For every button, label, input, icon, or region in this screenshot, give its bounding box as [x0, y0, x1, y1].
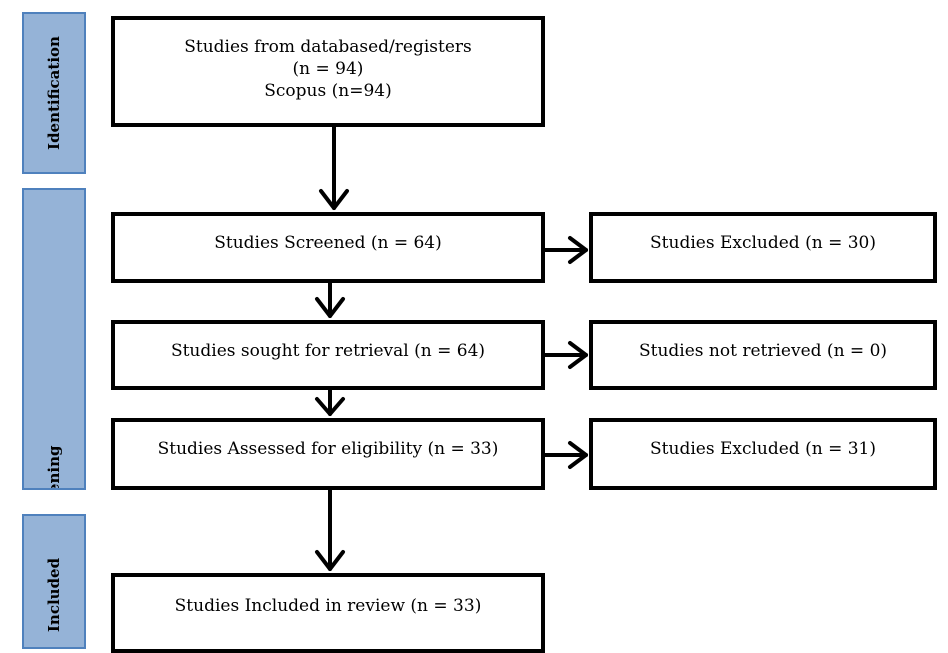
arrow-screened-to-excluded	[543, 236, 588, 264]
phase-screening: Screening	[22, 188, 86, 490]
included-review-box: Studies Included in review (n = 33)	[111, 573, 545, 653]
included-review-text: Studies Included in review (n = 33)	[174, 596, 482, 616]
excluded-screening-text: Studies Excluded (n = 30)	[650, 233, 876, 253]
assessed-eligibility-text: Studies Assessed for eligibility (n = 33…	[157, 439, 499, 459]
not-retrieved-box: Studies not retrieved (n = 0)	[589, 320, 937, 390]
not-retrieved-text: Studies not retrieved (n = 0)	[638, 341, 888, 361]
records-identified-line3: Scopus (n=94)	[264, 81, 392, 101]
arrow-sought-to-assessed	[315, 388, 345, 416]
records-identified-box: Studies from databased/registers (n = 94…	[111, 16, 545, 127]
screened-box: Studies Screened (n = 64)	[111, 212, 545, 283]
arrow-screened-to-sought	[315, 281, 345, 318]
arrow-assessed-to-included	[315, 488, 345, 571]
records-identified-line2: (n = 94)	[292, 59, 364, 79]
records-identified-line1: Studies from databased/registers	[184, 37, 472, 57]
sought-retrieval-text: Studies sought for retrieval (n = 64)	[170, 341, 486, 361]
arrow-identified-to-screened	[319, 125, 349, 210]
phase-identification: Identification	[22, 12, 86, 174]
assessed-eligibility-box: Studies Assessed for eligibility (n = 33…	[111, 418, 545, 490]
excluded-eligibility-box: Studies Excluded (n = 31)	[589, 418, 937, 490]
arrow-assessed-to-excluded	[543, 441, 588, 469]
screened-text: Studies Screened (n = 64)	[214, 233, 442, 253]
excluded-screening-box: Studies Excluded (n = 30)	[589, 212, 937, 283]
excluded-eligibility-text: Studies Excluded (n = 31)	[650, 439, 876, 459]
arrow-sought-to-not-retrieved	[543, 341, 588, 369]
